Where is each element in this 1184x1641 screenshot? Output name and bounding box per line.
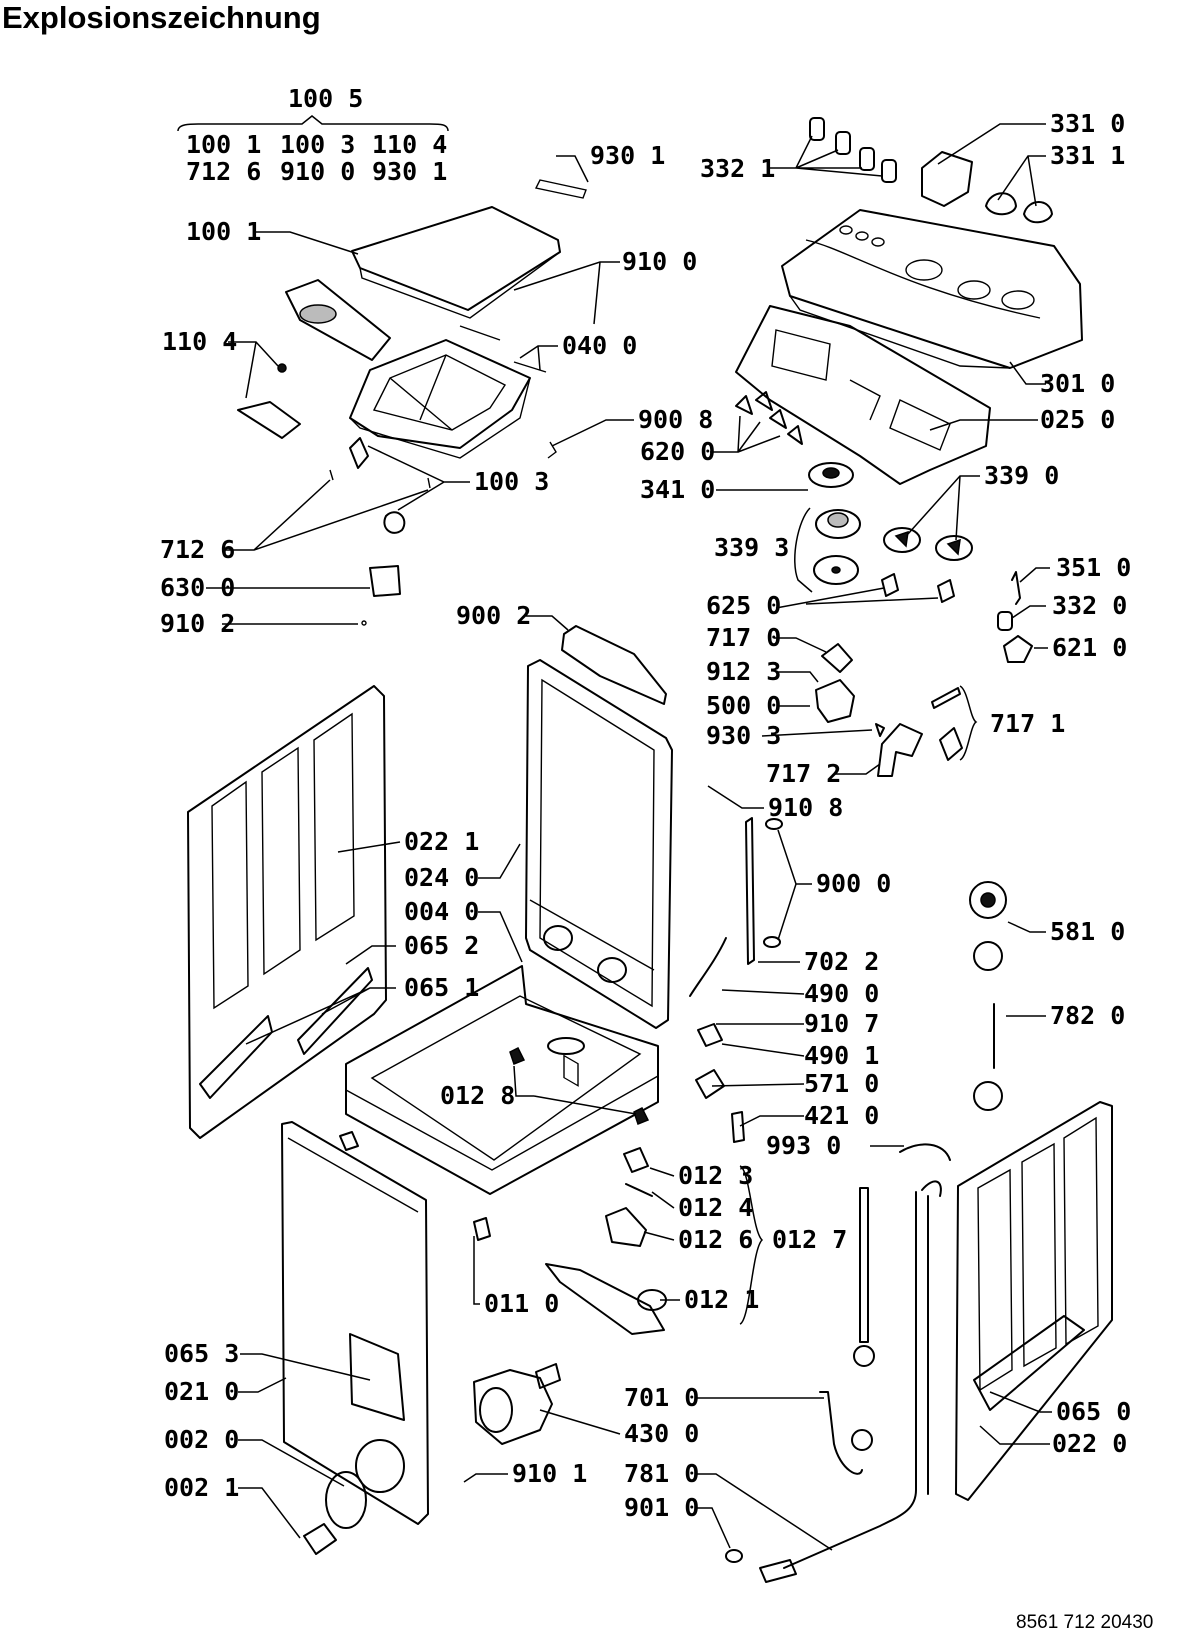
label-0124: 012 4 (678, 1193, 753, 1222)
right-side-panel-part (955, 1101, 1113, 1501)
label-0040: 004 0 (404, 897, 479, 926)
label-7172: 717 2 (766, 759, 841, 788)
knobs-part (809, 117, 1053, 224)
label-7126: 712 6 (160, 535, 235, 564)
label-3311: 331 1 (1050, 141, 1125, 170)
left-side-panel-part (187, 685, 387, 1139)
rear-panel-part (525, 659, 673, 1087)
label-0127: 012 7 (772, 1225, 847, 1254)
valve-parts (815, 571, 1033, 777)
label-1001: 100 1 (186, 217, 261, 246)
label-0221: 022 1 (404, 827, 479, 856)
label-1003-group: 100 3 (280, 130, 355, 159)
front-panel-part (281, 1121, 491, 1555)
drive-parts (473, 1147, 667, 1445)
label-6300: 630 0 (160, 573, 235, 602)
label-7022: 702 2 (804, 947, 879, 976)
top-rail-part (561, 625, 667, 705)
label-9107: 910 7 (804, 1009, 879, 1038)
lid-frame-part (349, 339, 531, 459)
label-9108: 910 8 (768, 793, 843, 822)
callout-labels: 100 5 100 1 100 3 110 4 712 6 910 0 930 … (160, 84, 1131, 1522)
label-0650: 065 0 (1056, 1397, 1131, 1426)
electronic-board-part (735, 305, 991, 485)
label-9301: 930 1 (590, 141, 665, 170)
label-0128: 012 8 (440, 1081, 515, 1110)
label-9101: 910 1 (512, 1459, 587, 1488)
label-9102: 910 2 (160, 609, 235, 638)
label-0220: 022 0 (1052, 1429, 1127, 1458)
label-0210: 021 0 (164, 1377, 239, 1406)
label-5000: 500 0 (706, 691, 781, 720)
label-9000: 900 0 (816, 869, 891, 898)
label-6250: 625 0 (706, 591, 781, 620)
label-1003: 100 3 (474, 467, 549, 496)
label-1001-group: 100 1 (186, 130, 261, 159)
label-3321: 332 1 (700, 154, 775, 183)
label-0400: 040 0 (562, 331, 637, 360)
bearing-parts (969, 881, 1007, 1111)
label-9100: 910 0 (622, 247, 697, 276)
label-0652: 065 2 (404, 931, 479, 960)
label-7810: 781 0 (624, 1459, 699, 1488)
label-0020: 002 0 (164, 1425, 239, 1454)
label-0653: 065 3 (164, 1339, 239, 1368)
label-4210: 421 0 (804, 1101, 879, 1130)
label-4901: 490 1 (804, 1041, 879, 1070)
label-3510: 351 0 (1056, 553, 1131, 582)
label-0121: 012 1 (684, 1285, 759, 1314)
label-3310: 331 0 (1050, 109, 1125, 138)
label-5810: 581 0 (1050, 917, 1125, 946)
label-4900: 490 0 (804, 979, 879, 1008)
label-0651: 065 1 (404, 973, 479, 1002)
label-6200: 620 0 (640, 437, 715, 466)
label-0123: 012 3 (678, 1161, 753, 1190)
label-9303: 930 3 (706, 721, 781, 750)
label-9100-group: 910 0 (280, 157, 355, 186)
label-5710: 571 0 (804, 1069, 879, 1098)
label-3390: 339 0 (984, 461, 1059, 490)
label-7170: 717 0 (706, 623, 781, 652)
label-1104-group: 110 4 (372, 130, 447, 159)
page-title: Explosionszeichnung (2, 0, 321, 35)
label-0110: 011 0 (484, 1289, 559, 1318)
label-4300: 430 0 (624, 1419, 699, 1448)
label-9010: 901 0 (624, 1493, 699, 1522)
label-7126-group: 712 6 (186, 157, 261, 186)
label-3410: 341 0 (640, 475, 715, 504)
label-0250: 025 0 (1040, 405, 1115, 434)
label-1104: 110 4 (162, 327, 237, 356)
label-9930: 993 0 (766, 1131, 841, 1160)
label-0240: 024 0 (404, 863, 479, 892)
label-3010: 301 0 (1040, 369, 1115, 398)
label-9301-group: 930 1 (372, 157, 447, 186)
dials-part (808, 462, 973, 603)
label-3320: 332 0 (1052, 591, 1127, 620)
control-panel-part (781, 209, 1083, 369)
label-3393: 339 3 (714, 533, 789, 562)
label-0021: 002 1 (164, 1473, 239, 1502)
label-7820: 782 0 (1050, 1001, 1125, 1030)
label-9008: 900 8 (638, 405, 713, 434)
document-number: 8561 712 20430 (1016, 1612, 1154, 1633)
label-1005: 100 5 (288, 84, 363, 113)
base-frame-part (345, 965, 659, 1195)
label-6210: 621 0 (1052, 633, 1127, 662)
lid-part (351, 179, 587, 319)
label-0126: 012 6 (678, 1225, 753, 1254)
label-9123: 912 3 (706, 657, 781, 686)
label-7010: 701 0 (624, 1383, 699, 1412)
label-9002: 900 2 (456, 601, 531, 630)
leader-lines (177, 115, 1052, 1551)
hose-parts (689, 817, 951, 1583)
label-7171: 717 1 (990, 709, 1065, 738)
front-trim-part (237, 279, 391, 439)
